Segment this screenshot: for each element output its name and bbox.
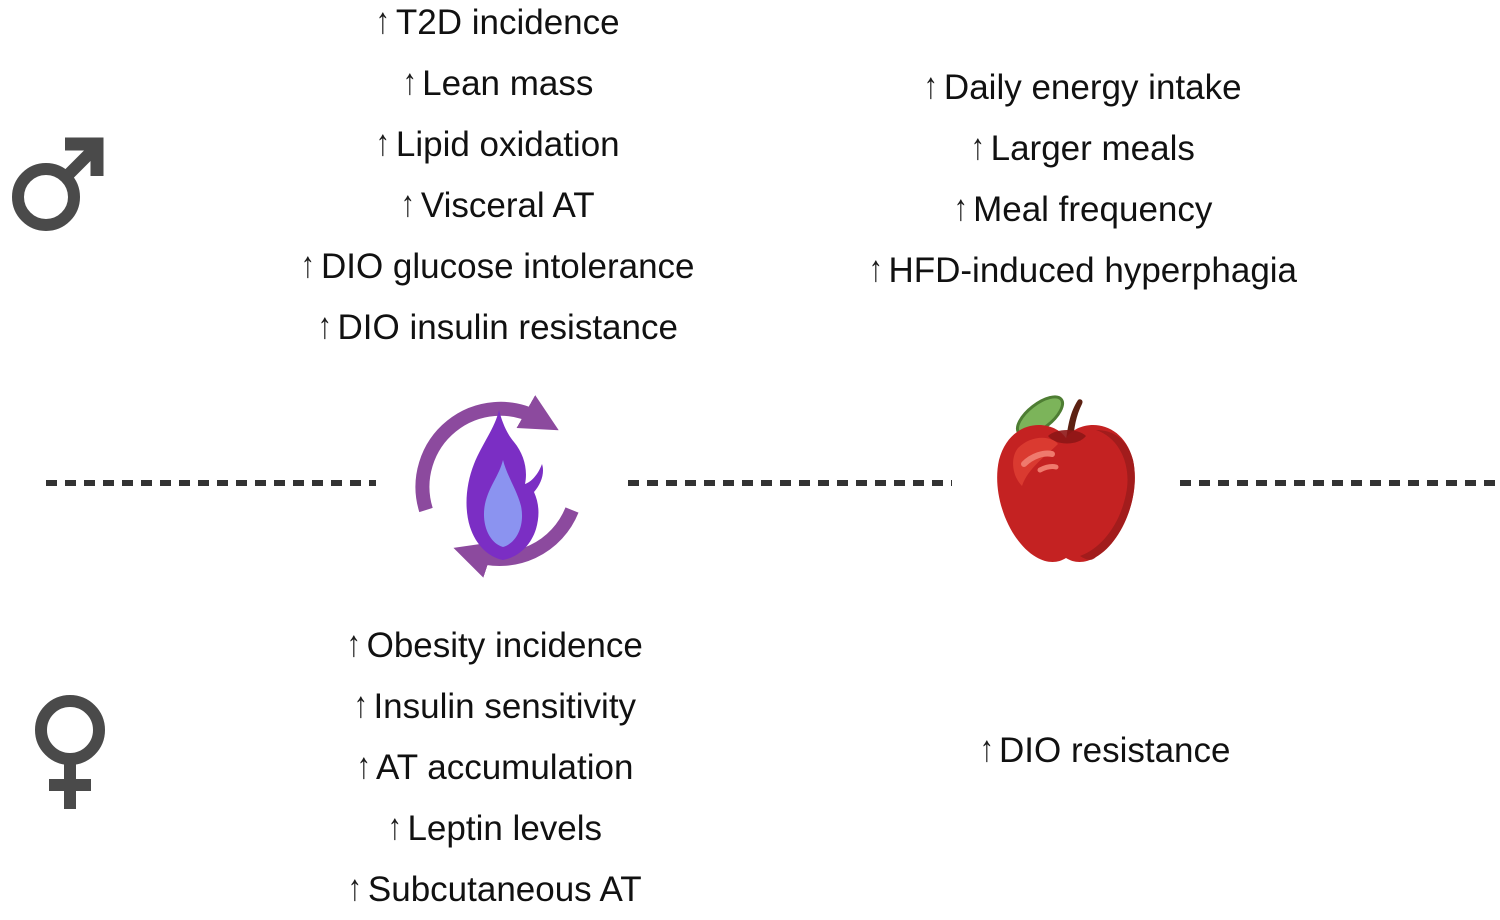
up-arrow-icon: ↑ <box>953 187 968 229</box>
list-item: ↑Subcutaneous AT <box>184 859 804 920</box>
list-item: ↑Obesity incidence <box>184 615 804 676</box>
list-item-label: Obesity incidence <box>366 626 643 665</box>
up-arrow-icon: ↑ <box>402 61 417 103</box>
up-arrow-icon: ↑ <box>353 684 368 726</box>
dashed-line-middle <box>628 480 952 486</box>
up-arrow-icon: ↑ <box>317 305 332 347</box>
up-arrow-icon: ↑ <box>346 623 362 665</box>
list-item-label: DIO glucose intolerance <box>320 247 695 286</box>
flame-inner <box>483 460 523 547</box>
list-item: ↑Meal frequency <box>772 179 1392 240</box>
up-arrow-icon: ↑ <box>979 728 994 770</box>
dashed-line-left <box>46 480 376 486</box>
up-arrow-icon: ↑ <box>970 126 986 168</box>
up-arrow-icon: ↑ <box>400 183 416 225</box>
up-arrow-icon: ↑ <box>301 244 316 286</box>
female-sign-icon <box>32 692 110 819</box>
list-item: ↑HFD-induced hyperphagia <box>772 240 1392 301</box>
apple-icon <box>988 390 1144 577</box>
up-arrow-icon: ↑ <box>375 0 391 42</box>
list-item-label: T2D incidence <box>395 3 620 42</box>
up-arrow-icon: ↑ <box>868 248 883 290</box>
list-item-label: Daily energy intake <box>943 68 1242 107</box>
list-item-label: Subcutaneous AT <box>367 870 642 909</box>
list-item-label: HFD-induced hyperphagia <box>888 251 1298 290</box>
male-intake-list: ↑Daily energy intake↑Larger meals↑Meal f… <box>772 57 1392 301</box>
list-item-label: AT accumulation <box>376 748 634 787</box>
metabolism-flame-cycle-icon <box>403 386 595 589</box>
list-item: ↑Daily energy intake <box>772 57 1392 118</box>
list-item: ↑Larger meals <box>772 118 1392 179</box>
list-item-label: Meal frequency <box>973 190 1213 229</box>
list-item: ↑Leptin levels <box>184 798 804 859</box>
list-item-label: DIO insulin resistance <box>337 308 678 347</box>
male-metabolism-list: ↑T2D incidence↑Lean mass↑Lipid oxidation… <box>187 0 807 358</box>
list-item: ↑Lean mass <box>187 53 807 114</box>
list-item-label: Lipid oxidation <box>395 125 620 164</box>
list-item: ↑DIO insulin resistance <box>187 297 807 358</box>
list-item: ↑DIO resistance <box>794 720 1414 781</box>
list-item: ↑DIO glucose intolerance <box>187 236 807 297</box>
dashed-line-right <box>1180 480 1500 486</box>
list-item: ↑Lipid oxidation <box>187 114 807 175</box>
male-sign-icon <box>5 130 109 243</box>
list-item-label: Lean mass <box>422 64 594 103</box>
up-arrow-icon: ↑ <box>356 745 371 787</box>
female-metabolism-list: ↑Obesity incidence↑Insulin sensitivity↑A… <box>184 615 804 920</box>
list-item-label: Leptin levels <box>407 809 603 848</box>
female-intake-list: ↑DIO resistance <box>794 720 1414 781</box>
up-arrow-icon: ↑ <box>347 867 363 909</box>
list-item: ↑T2D incidence <box>187 0 807 53</box>
list-item-label: Larger meals <box>990 129 1195 168</box>
list-item-label: DIO resistance <box>999 731 1231 770</box>
up-arrow-icon: ↑ <box>923 65 939 107</box>
list-item-label: Visceral AT <box>420 186 595 225</box>
list-item: ↑Insulin sensitivity <box>184 676 804 737</box>
up-arrow-icon: ↑ <box>375 122 391 164</box>
list-item: ↑AT accumulation <box>184 737 804 798</box>
list-item-label: Insulin sensitivity <box>373 687 637 726</box>
list-item: ↑Visceral AT <box>187 175 807 236</box>
up-arrow-icon: ↑ <box>387 806 402 848</box>
